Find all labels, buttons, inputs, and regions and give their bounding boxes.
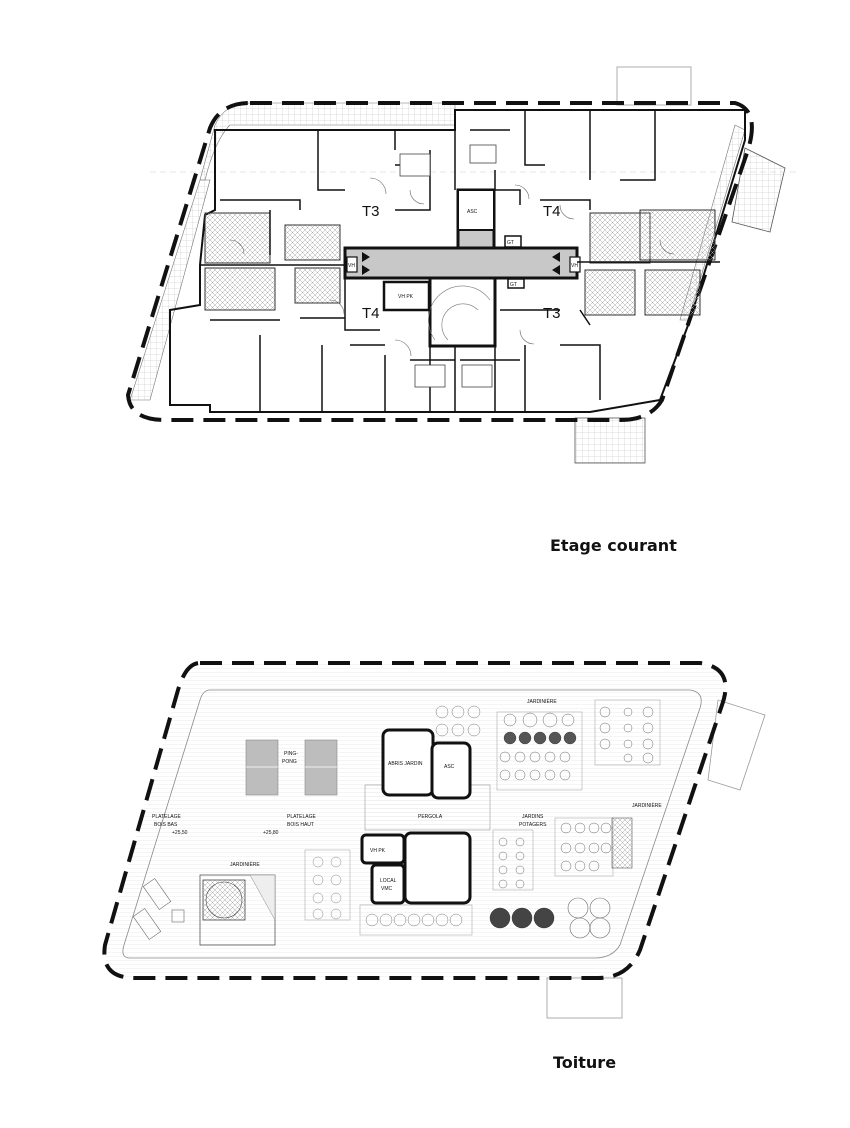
abris-jardin-label: ABRIS JARDIN <box>388 761 423 767</box>
unit-label-t4-north: T4 <box>543 203 561 220</box>
ping-pong-table-2 <box>304 739 338 796</box>
platelage-haut-label-2: BOIS HAUT <box>287 822 314 828</box>
pergola-label: PERGOLA <box>418 814 443 820</box>
level-haut-label: +25,80 <box>263 830 279 836</box>
vh-pk-label: VH PK <box>398 294 414 300</box>
ping-pong-label-1: PING- <box>284 751 298 757</box>
jardiniere-left-label: JARDINIÈRE <box>230 861 260 868</box>
vh-pk-roof-label: VH PK <box>370 848 386 854</box>
vh-right-label: VH <box>571 263 578 269</box>
platelage-bas-label-1: PLATELAGE <box>152 814 181 820</box>
local-vmc-label-2: VMC <box>381 886 393 892</box>
roof-plan-toiture: PING- PONG PLATELAGE BOIS BAS +25,50 PLA… <box>102 661 766 1019</box>
gt-label: GT <box>507 240 514 246</box>
elevator-label: ASC <box>467 209 478 215</box>
ping-pong-label-2: PONG <box>282 759 297 765</box>
plan-caption-etage-courant: Etage courant <box>550 536 677 555</box>
jardins-potagers-label-2: POTAGERS <box>519 822 547 828</box>
vh-left-label: VH <box>348 263 355 269</box>
platelage-haut-label-1: PLATELAGE <box>287 814 316 820</box>
unit-label-t3-south: T3 <box>543 305 561 322</box>
unit-label-t4-south: T4 <box>362 305 380 322</box>
gt-label-2: GT <box>510 282 517 288</box>
plan-caption-toiture: Toiture <box>553 1053 617 1072</box>
asc-label: ASC <box>444 764 455 770</box>
floor-plan-etage-courant: T3 T4 T4 T3 ASC GT GT VH PK VH VH <box>125 66 800 464</box>
jardiniere-right-label: JARDINIÈRE <box>632 802 662 809</box>
ping-pong-table-1 <box>245 739 279 796</box>
level-bas-label: +25,50 <box>172 830 188 836</box>
jardiniere-top-label: JARDINIÈRE <box>527 698 557 705</box>
jardins-potagers-label-1: JARDINS <box>522 814 544 820</box>
unit-label-t3-north: T3 <box>362 203 380 220</box>
platelage-bas-label-2: BOIS BAS <box>154 822 178 828</box>
local-vmc-label-1: LOCAL <box>380 878 397 884</box>
